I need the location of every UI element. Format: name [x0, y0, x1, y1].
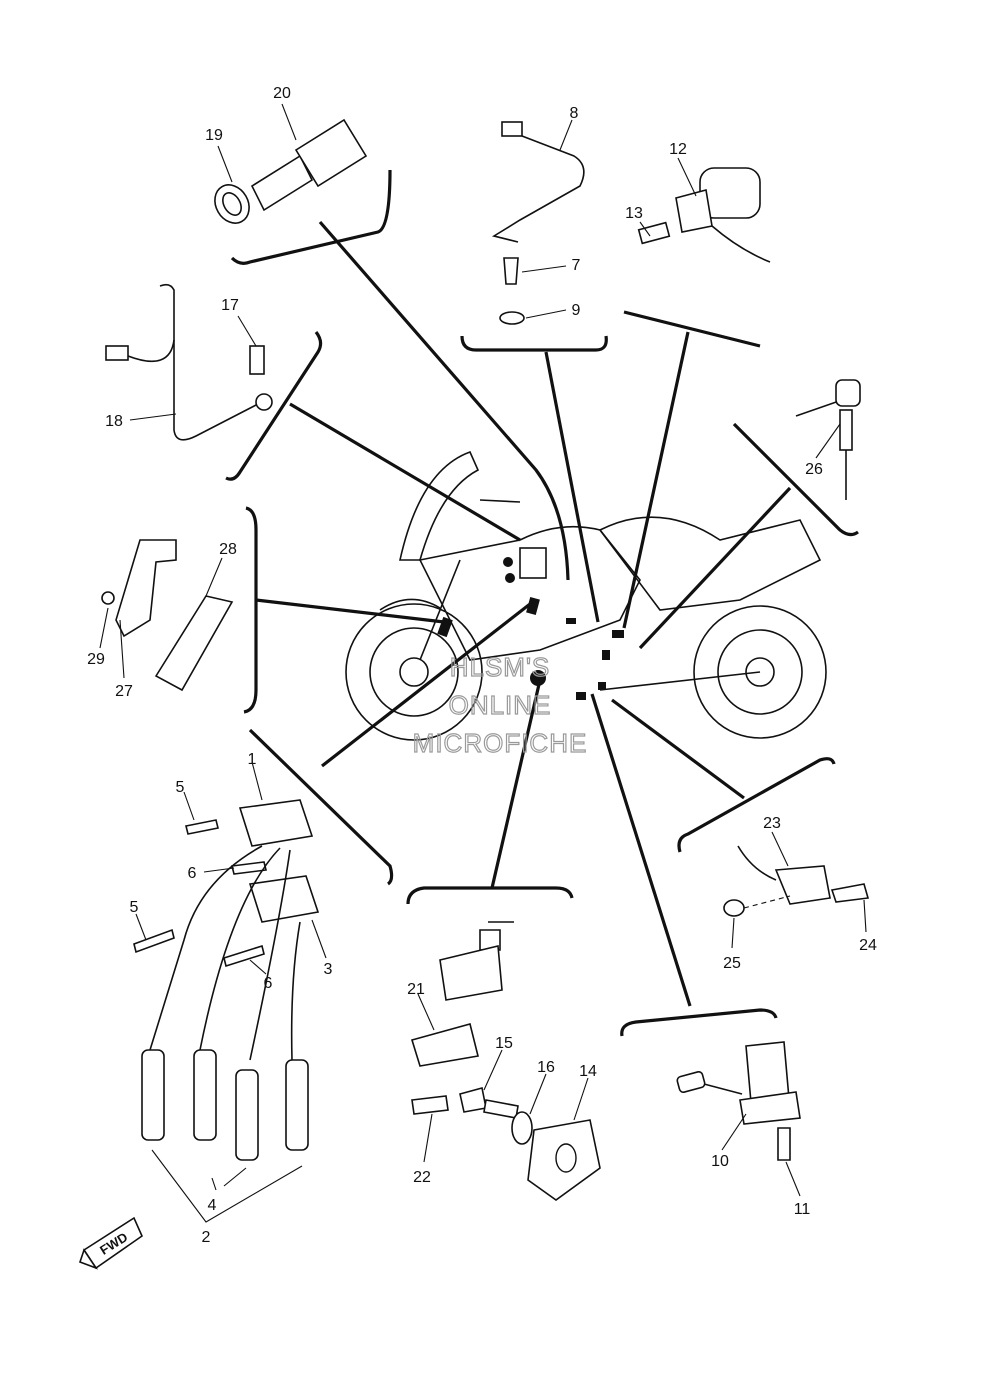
callout-25: 25	[723, 955, 741, 972]
callout-3: 3	[324, 961, 333, 978]
part-reflector-28	[101, 539, 234, 692]
part-ignition-coil	[133, 799, 320, 1223]
callout-6a: 6	[188, 865, 197, 882]
callout-12: 12	[669, 141, 687, 158]
callout-leaders	[99, 103, 867, 1197]
watermark-line2: ONLINE	[449, 690, 552, 720]
watermark-line3: MICROFICHE	[413, 728, 588, 758]
callout-16: 16	[537, 1059, 555, 1076]
part-sensor-26	[795, 379, 861, 500]
part-lead-18	[105, 283, 273, 441]
callout-27: 27	[115, 683, 133, 700]
callout-1: 1	[248, 751, 257, 768]
callout-5a: 5	[176, 779, 185, 796]
motorcycle-outline	[345, 450, 827, 741]
callout-7: 7	[572, 257, 581, 274]
callout-28: 28	[219, 541, 237, 558]
callout-13: 13	[625, 205, 643, 222]
callout-labels: 1 2 3 4 5 5 6 6 7 8 9 10 11 12 13 14 15 …	[87, 85, 877, 1246]
callout-2: 2	[202, 1229, 211, 1246]
part-sensor-10	[676, 1041, 801, 1161]
callout-18: 18	[105, 413, 123, 430]
part-sensor-12	[637, 167, 771, 263]
callout-17: 17	[221, 297, 239, 314]
watermark: HLSM'S ONLINE MICROFICHE	[412, 651, 588, 758]
part-pickup-coil	[410, 921, 601, 1201]
callout-24: 24	[859, 937, 877, 954]
callout-23: 23	[763, 815, 781, 832]
callout-19: 19	[205, 127, 223, 144]
callout-5b: 5	[130, 899, 139, 916]
group-frames	[225, 169, 859, 1037]
callout-14: 14	[579, 1063, 597, 1080]
fwd-arrow: FWD	[78, 1216, 143, 1270]
callout-4: 4	[208, 1197, 217, 1214]
callout-21: 21	[407, 981, 425, 998]
callout-11: 11	[794, 1201, 811, 1218]
part-speed-sensor-lead	[491, 121, 585, 325]
callout-10: 10	[711, 1153, 729, 1170]
callout-9: 9	[572, 302, 581, 319]
callout-15: 15	[495, 1035, 513, 1052]
part-sensor-23	[723, 845, 870, 917]
callout-26: 26	[805, 461, 823, 478]
callout-29: 29	[87, 651, 105, 668]
callout-20: 20	[273, 85, 291, 102]
part-temperature-sensor	[214, 118, 368, 224]
callout-6b: 6	[264, 975, 273, 992]
callout-22: 22	[413, 1169, 431, 1186]
callout-8: 8	[570, 105, 579, 122]
watermark-line1: HLSM'S	[450, 652, 551, 682]
